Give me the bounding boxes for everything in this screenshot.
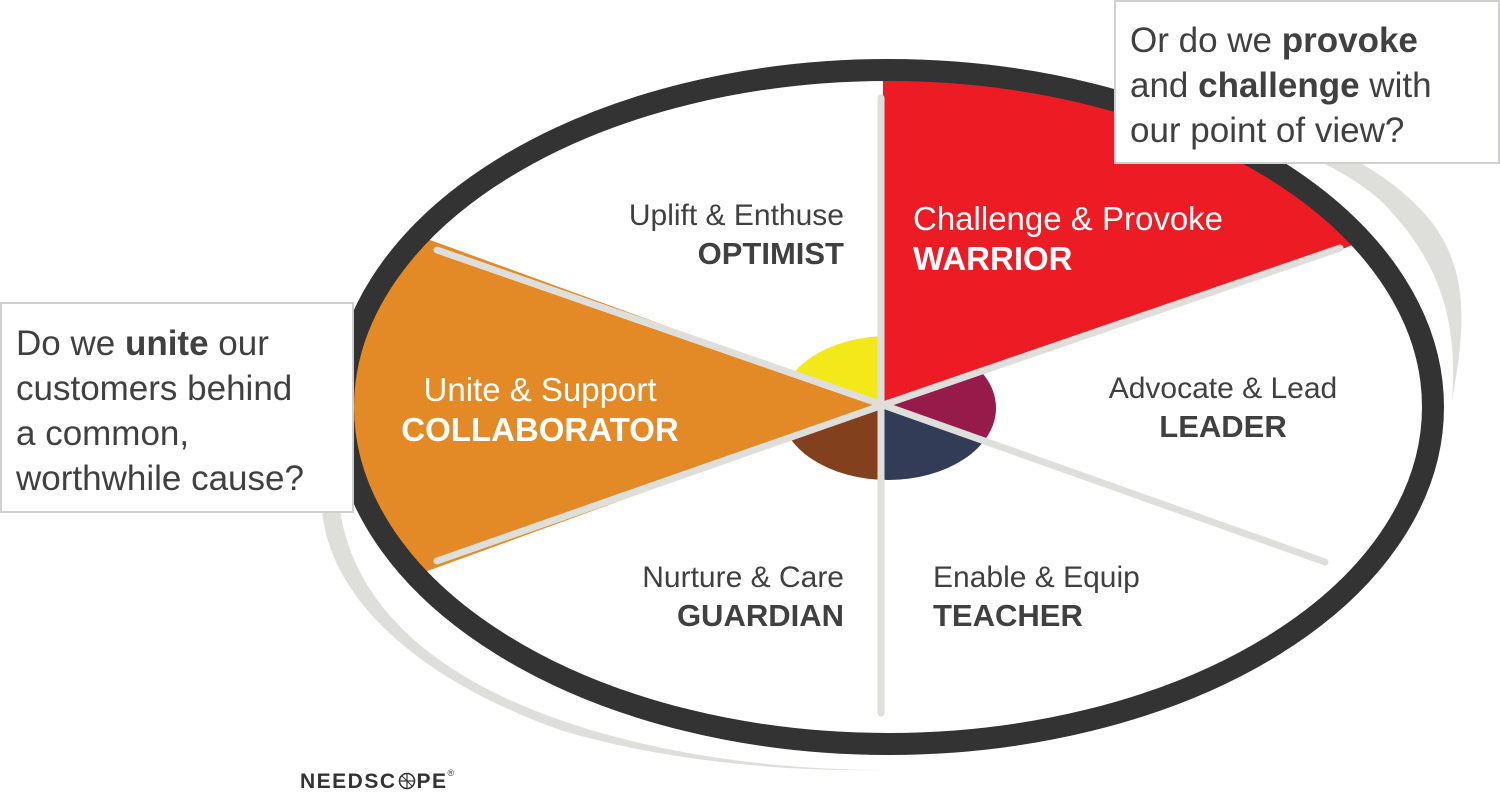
- segment-leader-archetype: LEADER: [1159, 408, 1287, 444]
- segment-optimist: Uplift & Enthuse OPTIMIST: [629, 198, 844, 272]
- segment-guardian-archetype: GUARDIAN: [676, 597, 844, 633]
- segment-warrior: Challenge & Provoke WARRIOR: [913, 199, 1223, 280]
- callout-unite: Do we unite our customers behind a commo…: [0, 302, 354, 513]
- callout-unite-line-1: Do we unite our: [16, 324, 269, 363]
- segment-optimist-archetype: OPTIMIST: [697, 235, 844, 271]
- segment-collaborator-verb: Unite & Support: [423, 371, 657, 408]
- segment-teacher-archetype: TEACHER: [933, 597, 1083, 633]
- segment-collaborator-archetype: COLLABORATOR: [401, 411, 679, 449]
- callout-provoke: Or do we provoke and challenge with our …: [1114, 0, 1500, 164]
- segment-collaborator-fill: [350, 190, 883, 620]
- segment-guardian-verb: Nurture & Care: [642, 561, 844, 594]
- segment-guardian: Nurture & Care GUARDIAN: [642, 560, 844, 634]
- callout-unite-line-2: customers behind: [16, 369, 293, 408]
- logo-text-a: NEEDSC: [300, 770, 397, 793]
- logo-text-b: PE: [416, 770, 448, 793]
- segment-collaborator: Unite & Support COLLABORATOR: [385, 370, 695, 451]
- segment-leader-verb: Advocate & Lead: [1108, 372, 1338, 405]
- globe-o-icon: [398, 772, 416, 790]
- needscope-logo: NEEDSC PE®: [300, 768, 456, 794]
- segment-leader: Advocate & Lead LEADER: [1090, 371, 1356, 445]
- callout-provoke-line-3: our point of view?: [1130, 111, 1405, 150]
- segment-warrior-verb: Challenge & Provoke: [913, 200, 1224, 237]
- callout-unite-line-4: worthwhile cause?: [16, 459, 304, 498]
- callout-provoke-line-2: and challenge with: [1130, 66, 1432, 105]
- callout-unite-line-3: a common,: [16, 414, 190, 453]
- segment-teacher-verb: Enable & Equip: [933, 561, 1140, 594]
- segment-teacher: Enable & Equip TEACHER: [933, 560, 1140, 634]
- registered-mark: ®: [447, 768, 456, 778]
- segment-optimist-verb: Uplift & Enthuse: [628, 199, 844, 232]
- callout-provoke-line-1: Or do we provoke: [1130, 21, 1418, 60]
- segment-warrior-archetype: WARRIOR: [913, 240, 1073, 278]
- spokes: [433, 94, 1344, 717]
